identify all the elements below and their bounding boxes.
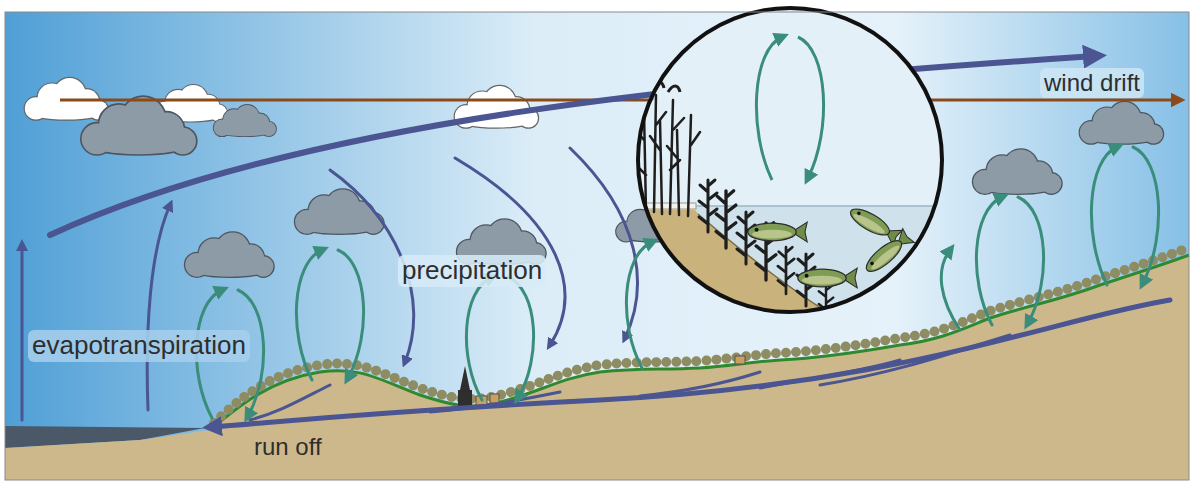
water-plant [778,247,794,294]
cycle-arrow [941,250,960,330]
water-plant [716,191,736,248]
cloud [1080,102,1163,144]
fish [798,268,857,288]
cycle-arrow [756,37,782,180]
cloud [214,105,276,136]
water-plant [737,212,755,264]
stream [430,392,560,412]
stream [250,385,330,420]
cycle-arrow [626,242,652,368]
cycle-arrow [508,277,534,398]
stream [640,372,760,396]
stream [820,335,1010,385]
cycle-arrow [976,197,1002,325]
process-label: precipitation [398,255,546,287]
precipitation-arrow [455,158,565,345]
church-spire [460,366,470,390]
cycle-arrow [1091,147,1117,285]
frame [5,12,1189,480]
house [735,356,745,364]
process-label: evapotranspiration [28,330,250,362]
water-plant [699,180,717,232]
cycle-arrow [798,37,824,178]
cloud [185,233,273,277]
stream [760,360,900,388]
cloud [82,97,196,154]
cycle-arrow [1133,147,1159,283]
lake-detail [630,0,960,340]
lake-bed [698,214,840,320]
fish [846,203,902,246]
evaporation-arrow [21,245,24,420]
cloud [973,150,1061,194]
house [490,394,499,403]
magnifier-lens [638,8,942,312]
wind-label: wind drift [1040,68,1144,98]
clouds [25,78,1163,277]
church [458,390,472,406]
cycle-arrow [1018,197,1044,323]
cycle-arrow [466,277,492,400]
process-label: run off [250,432,326,462]
fish [748,222,807,242]
water-surface [690,205,950,207]
sky [5,12,1189,480]
cycle-arrow [296,250,322,380]
cloud [295,190,383,234]
cycle-arrow [338,250,364,378]
fish [861,229,914,277]
evaporation-arrow [147,205,170,410]
